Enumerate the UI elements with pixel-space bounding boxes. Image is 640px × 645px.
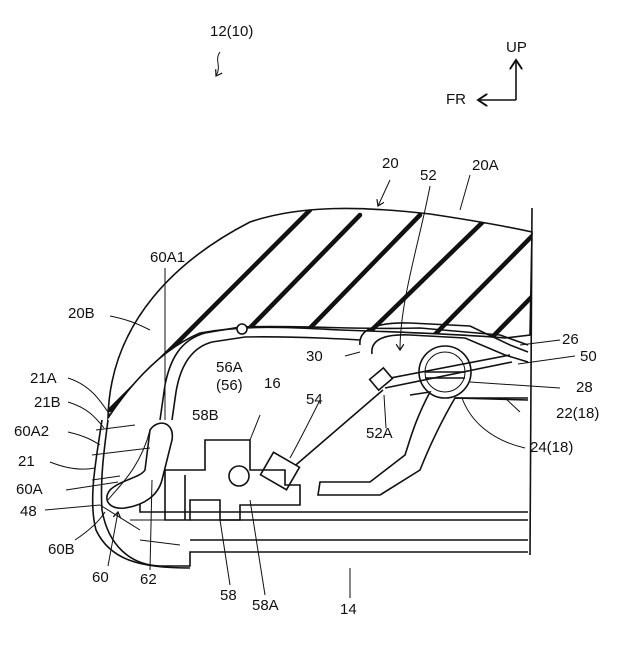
lever-handle-60 — [107, 423, 173, 508]
label-21B: 21B — [34, 394, 61, 411]
ref-main-arrow — [216, 52, 220, 76]
label-60: 60 — [92, 569, 109, 586]
dir-fr-label: FR — [446, 91, 466, 108]
label-20B: 20B — [68, 305, 95, 322]
direction-indicator: UP FR — [446, 39, 527, 108]
label-22: 22(18) — [556, 405, 599, 422]
label-24: 24(18) — [530, 439, 573, 456]
label-54: 54 — [306, 391, 323, 408]
label-28: 28 — [576, 379, 593, 396]
cable-anchor — [261, 452, 300, 490]
cushion-pad — [108, 208, 560, 420]
label-58A: 58A — [252, 597, 279, 614]
label-48: 48 — [20, 503, 37, 520]
frame-pin — [237, 324, 247, 334]
label-16: 16 — [264, 375, 281, 392]
label-60A: 60A — [16, 481, 43, 498]
rail-upper — [140, 500, 528, 512]
label-62: 62 — [140, 571, 157, 588]
side-frame-22 — [318, 392, 528, 495]
cushion-hatching — [110, 210, 560, 420]
label-60B: 60B — [48, 541, 75, 558]
label-60A1: 60A1 — [150, 249, 185, 266]
label-60A2: 60A2 — [14, 423, 49, 440]
cushion-pad-shape — [108, 208, 532, 418]
label-14: 14 — [340, 601, 357, 618]
label-30: 30 — [306, 348, 323, 365]
pivot-56A — [229, 466, 249, 486]
label-58B: 58B — [192, 407, 219, 424]
reference-labels: 20 20A 52 60A1 20B 26 50 30 56A (56) 16 … — [14, 155, 599, 618]
leader-lines — [45, 175, 575, 598]
label-56A: 56A — [216, 359, 243, 376]
ref-main-label: 12(10) — [210, 23, 253, 40]
dir-up-label: UP — [506, 39, 527, 56]
reference-main: 12(10) — [210, 23, 253, 76]
label-20: 20 — [382, 155, 399, 172]
label-58: 58 — [220, 587, 237, 604]
label-52A: 52A — [366, 425, 393, 442]
label-52: 52 — [420, 167, 437, 184]
label-56: (56) — [216, 377, 243, 394]
label-21A: 21A — [30, 370, 57, 387]
label-21: 21 — [18, 453, 35, 470]
label-50: 50 — [580, 348, 597, 365]
label-26: 26 — [562, 331, 579, 348]
label-20A: 20A — [472, 157, 499, 174]
